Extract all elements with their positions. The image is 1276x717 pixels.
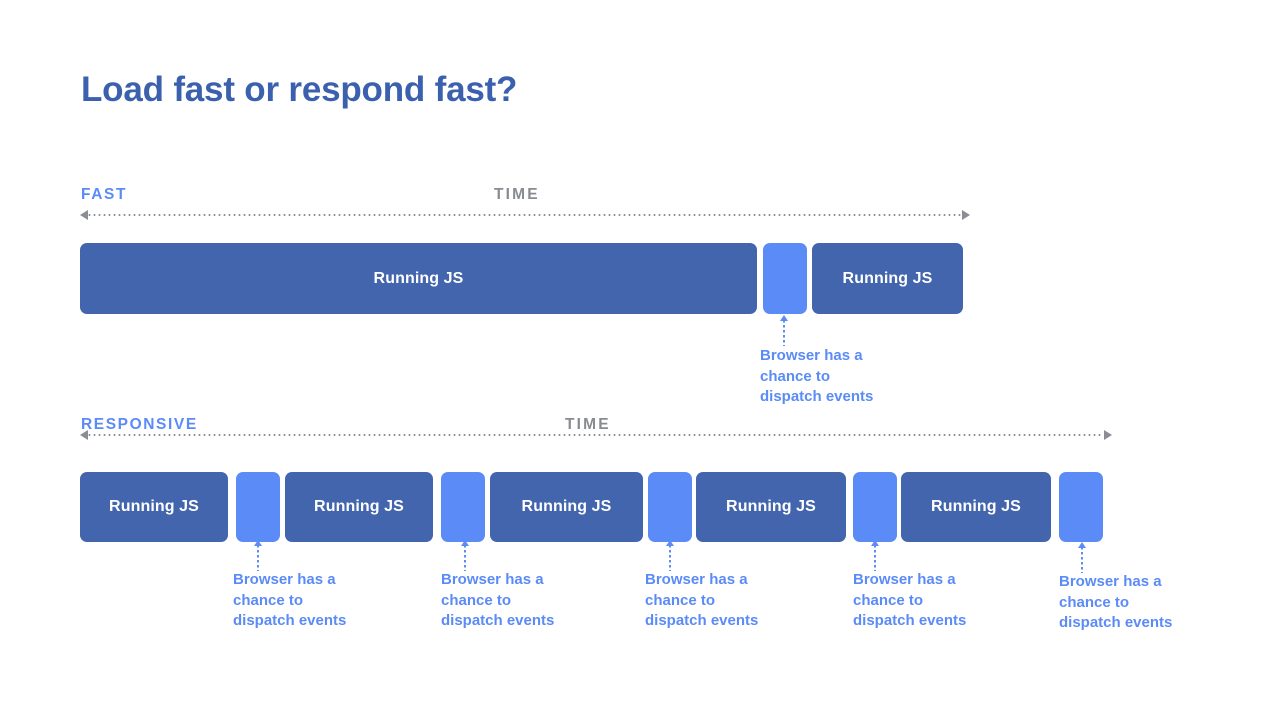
arrow-left-icon	[80, 430, 88, 440]
callout-stem	[783, 320, 785, 346]
task-block-running-js[interactable]: Running JS	[812, 243, 963, 314]
task-block-running-js[interactable]: Running JS	[80, 472, 228, 542]
arrow-right-icon	[962, 210, 970, 220]
arrow-up-icon	[254, 540, 262, 546]
task-block-running-js[interactable]: Running JS	[285, 472, 433, 542]
task-block-running-js[interactable]: Running JS	[490, 472, 643, 542]
arrow-up-icon	[1078, 542, 1086, 548]
time-label-fast: TIME	[494, 186, 540, 203]
callout-stem	[669, 545, 671, 571]
arrow-left-icon	[80, 210, 88, 220]
time-label-responsive: TIME	[565, 416, 611, 433]
callout-text: Browser has a chance to dispatch events	[1059, 573, 1173, 631]
timeline-axis-fast	[80, 210, 970, 220]
task-block-running-js[interactable]: Running JS	[901, 472, 1051, 542]
callout-text: Browser has a chance to dispatch events	[233, 571, 347, 629]
arrow-up-icon	[666, 540, 674, 546]
callout-text: Browser has a chance to dispatch events	[853, 571, 967, 629]
callout-stem	[874, 545, 876, 571]
task-block-gap[interactable]	[853, 472, 897, 542]
row-label-fast: FAST	[81, 186, 128, 203]
task-block-running-js[interactable]: Running JS	[80, 243, 757, 314]
callout-text: Browser has a chance to dispatch events	[645, 571, 759, 629]
task-block-gap[interactable]	[441, 472, 485, 542]
axis-dots	[87, 434, 1103, 436]
row-label-responsive: RESPONSIVE	[81, 416, 198, 433]
callout-stem	[257, 545, 259, 571]
timeline-axis-responsive	[80, 430, 1112, 440]
arrow-up-icon	[461, 540, 469, 546]
callout-text: Browser has a chance to dispatch events	[441, 571, 555, 629]
task-block-gap[interactable]	[763, 243, 807, 314]
task-block-gap[interactable]	[1059, 472, 1103, 542]
arrow-up-icon	[871, 540, 879, 546]
task-block-gap[interactable]	[236, 472, 280, 542]
page-title: Load fast or respond fast?	[81, 70, 518, 109]
callout-stem	[464, 545, 466, 571]
callout-text: Browser has a chance to dispatch events	[760, 347, 874, 405]
arrow-right-icon	[1104, 430, 1112, 440]
callout-stem	[1081, 547, 1083, 573]
arrow-up-icon	[780, 315, 788, 321]
axis-dots	[87, 214, 961, 216]
task-block-running-js[interactable]: Running JS	[696, 472, 846, 542]
task-block-gap[interactable]	[648, 472, 692, 542]
